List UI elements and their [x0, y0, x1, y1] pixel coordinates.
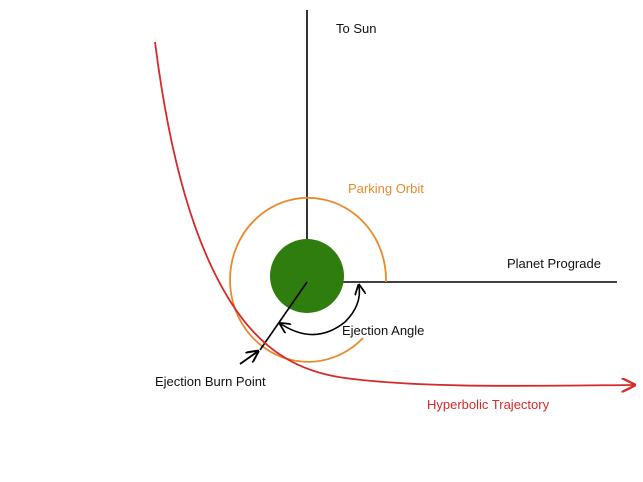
ejection-burn-point-arrow: [239, 352, 257, 365]
planet: [270, 239, 344, 313]
ejection-angle-label: Ejection Angle: [342, 323, 424, 338]
ejection-angle-arc: [281, 286, 359, 336]
parking-orbit-label: Parking Orbit: [348, 181, 424, 196]
planet-prograde-label: Planet Prograde: [507, 256, 601, 271]
parking-orbit: [229, 196, 387, 363]
hyperbolic-trajectory: [154, 41, 633, 386]
ejection-burn-point-label: Ejection Burn Point: [155, 374, 266, 389]
to-sun-label: To Sun: [336, 21, 376, 36]
hyperbolic-trajectory-label: Hyperbolic Trajectory: [427, 397, 550, 412]
